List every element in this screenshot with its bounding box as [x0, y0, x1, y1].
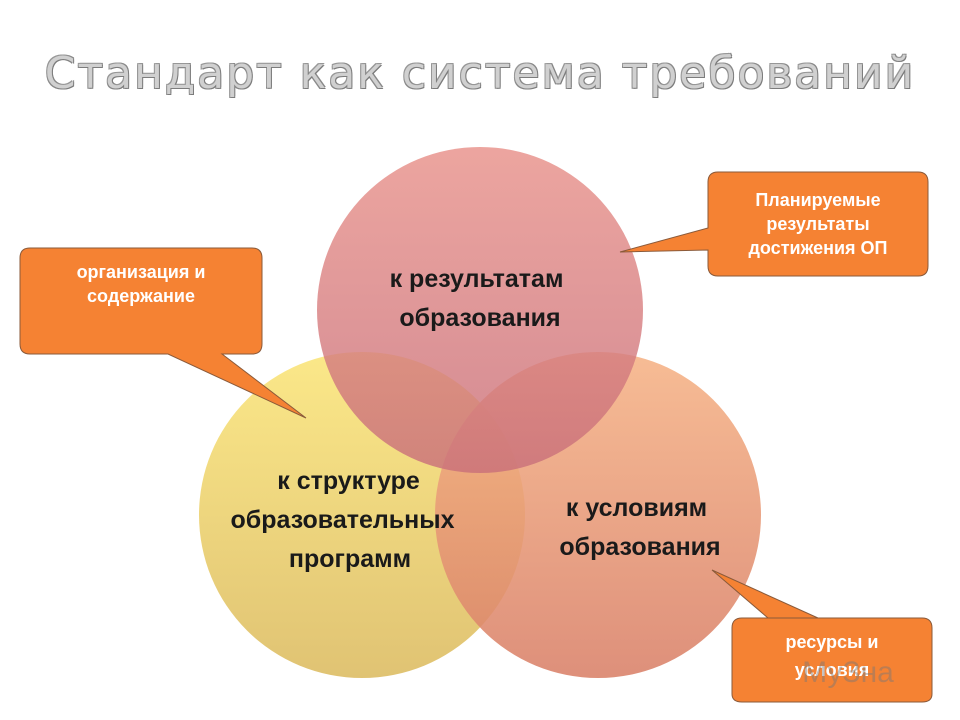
- page-title: Стандарт как система требований: [44, 48, 916, 99]
- circle-top: [317, 147, 643, 473]
- circle-left-label: к структуре образовательных программ: [231, 467, 462, 573]
- callout-top-right-line3: достижения ОП: [748, 238, 888, 258]
- circle-top-label: к результатам образования: [390, 265, 571, 332]
- callout-left-text: организация и содержание: [24, 260, 258, 308]
- callout-left-line1: организация и: [76, 262, 206, 282]
- callout-left-shape: [19, 247, 307, 419]
- callout-top-right-shape: [619, 171, 929, 277]
- callout-bottom-right-line1: ресурсы и: [785, 632, 879, 652]
- callout-left-line2: содержание: [87, 286, 195, 306]
- callout-bottom-right-line2: условия: [794, 660, 870, 680]
- circle-right-label: к условиям образования: [559, 494, 720, 561]
- callout-bottom-right-text: ресурсы и условия: [736, 628, 928, 684]
- callout-top-right-line2: результаты: [766, 214, 870, 234]
- callout-bottom-right-shape: [711, 569, 933, 703]
- callout-top-right-line1: Планируемые: [755, 190, 881, 210]
- callout-top-right-text: Планируемые результаты достижения ОП: [710, 188, 926, 260]
- watermark-logo: МуЗна: [802, 656, 894, 689]
